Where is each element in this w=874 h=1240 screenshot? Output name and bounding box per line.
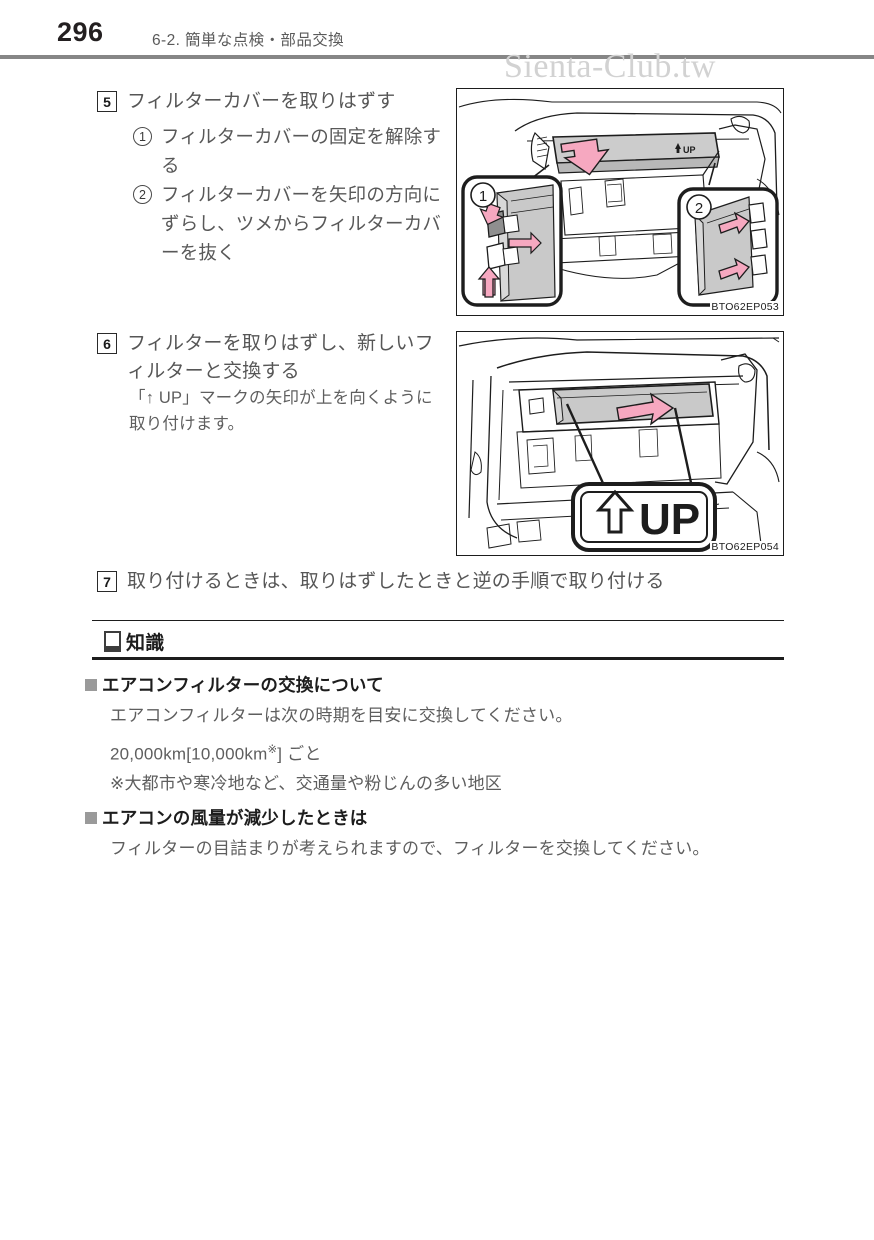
footnote-mark: ※ — [267, 744, 278, 756]
knowledge-footnote-line: ※大都市や寒冷地など、交通量や粉じんの多い地区 — [110, 774, 502, 793]
knowledge-divider-top — [92, 620, 784, 622]
step-number-badge: 7 — [97, 571, 117, 592]
svg-text:UP: UP — [683, 145, 696, 155]
knowledge-title: 知識 — [126, 633, 165, 654]
step-6-note: 「↑ UP」マークの矢印が上を向くように取り付けます。 — [129, 389, 433, 433]
step-text: 取り付けるときは、取りはずしたときと逆の手順で取り付ける — [127, 571, 665, 592]
up-mark-callout: UP — [571, 482, 717, 552]
substep-text: フィルターカバーの固定を解除する — [161, 126, 442, 176]
illustration-code: BTO62EP053 — [710, 301, 780, 313]
knowledge-heading-text: エアコンフィルターの交換について — [102, 675, 384, 695]
page-number: 296 — [57, 17, 104, 47]
step-6: 6 フィルターを取りはずし、新しいフィルターと交換する — [97, 330, 445, 386]
knowledge-interval-line: 20,000km[10,000km※] ごと — [110, 737, 780, 768]
header-section-title: 6-2. 簡単な点検・部品交換 — [152, 32, 345, 49]
interval-prefix: 20,000km[10,000km — [110, 744, 268, 764]
svg-text:1: 1 — [479, 188, 487, 205]
step-5: 5 フィルターカバーを取りはずす — [97, 88, 447, 116]
step-text: フィルターを取りはずし、新しいフィルターと交換する — [127, 333, 434, 382]
illustration-1-artwork: UP — [457, 89, 783, 315]
step-number-badge: 5 — [97, 91, 117, 112]
substep-number-badge: 2 — [133, 185, 152, 204]
knowledge-heading: 知識 — [104, 628, 165, 655]
svg-text:2: 2 — [695, 200, 703, 217]
substep-5-2: 2 フィルターカバーを矢印の方向にずらし、ツメからフィルターカバーを抜く — [133, 180, 445, 267]
substep-5-1: 1 フィルターカバーの固定を解除する — [133, 122, 445, 180]
square-bullet-icon — [85, 678, 97, 691]
page-header: 296 6-2. 簡単な点検・部品交換 — [0, 0, 874, 59]
svg-text:UP: UP — [639, 495, 700, 544]
illustration-2-artwork: UP — [457, 332, 783, 555]
book-icon — [104, 631, 121, 652]
knowledge-item-heading: エアコンの風量が減少したときは — [85, 805, 368, 830]
knowledge-divider-bottom — [92, 657, 784, 660]
knowledge-heading-text: エアコンの風量が減少したときは — [102, 808, 368, 828]
interval-suffix: ] ごと — [277, 744, 322, 764]
callout-1: 1 — [461, 175, 563, 307]
knowledge-body-line: フィルターの目詰まりが考えられますので、フィルターを交換してください。 — [110, 839, 710, 858]
step-text: フィルターカバーを取りはずす — [127, 91, 396, 112]
callout-2: 2 — [677, 187, 779, 307]
substep-number-badge: 1 — [133, 127, 152, 146]
knowledge-item-heading: エアコンフィルターの交換について — [85, 672, 384, 697]
substep-text: フィルターカバーを矢印の方向にずらし、ツメからフィルターカバーを抜く — [161, 184, 442, 263]
knowledge-body-line: エアコンフィルターは次の時期を目安に交換してください。 — [110, 706, 573, 725]
illustration-filter-replacement: UP BTO62EP054 — [456, 331, 784, 556]
header-divider — [0, 55, 874, 59]
step-7: 7 取り付けるときは、取りはずしたときと逆の手順で取り付ける — [97, 568, 797, 596]
illustration-filter-cover-removal: UP — [456, 88, 784, 316]
step-number-badge: 6 — [97, 333, 117, 354]
illustration-code: BTO62EP054 — [710, 541, 780, 553]
square-bullet-icon — [85, 811, 97, 824]
